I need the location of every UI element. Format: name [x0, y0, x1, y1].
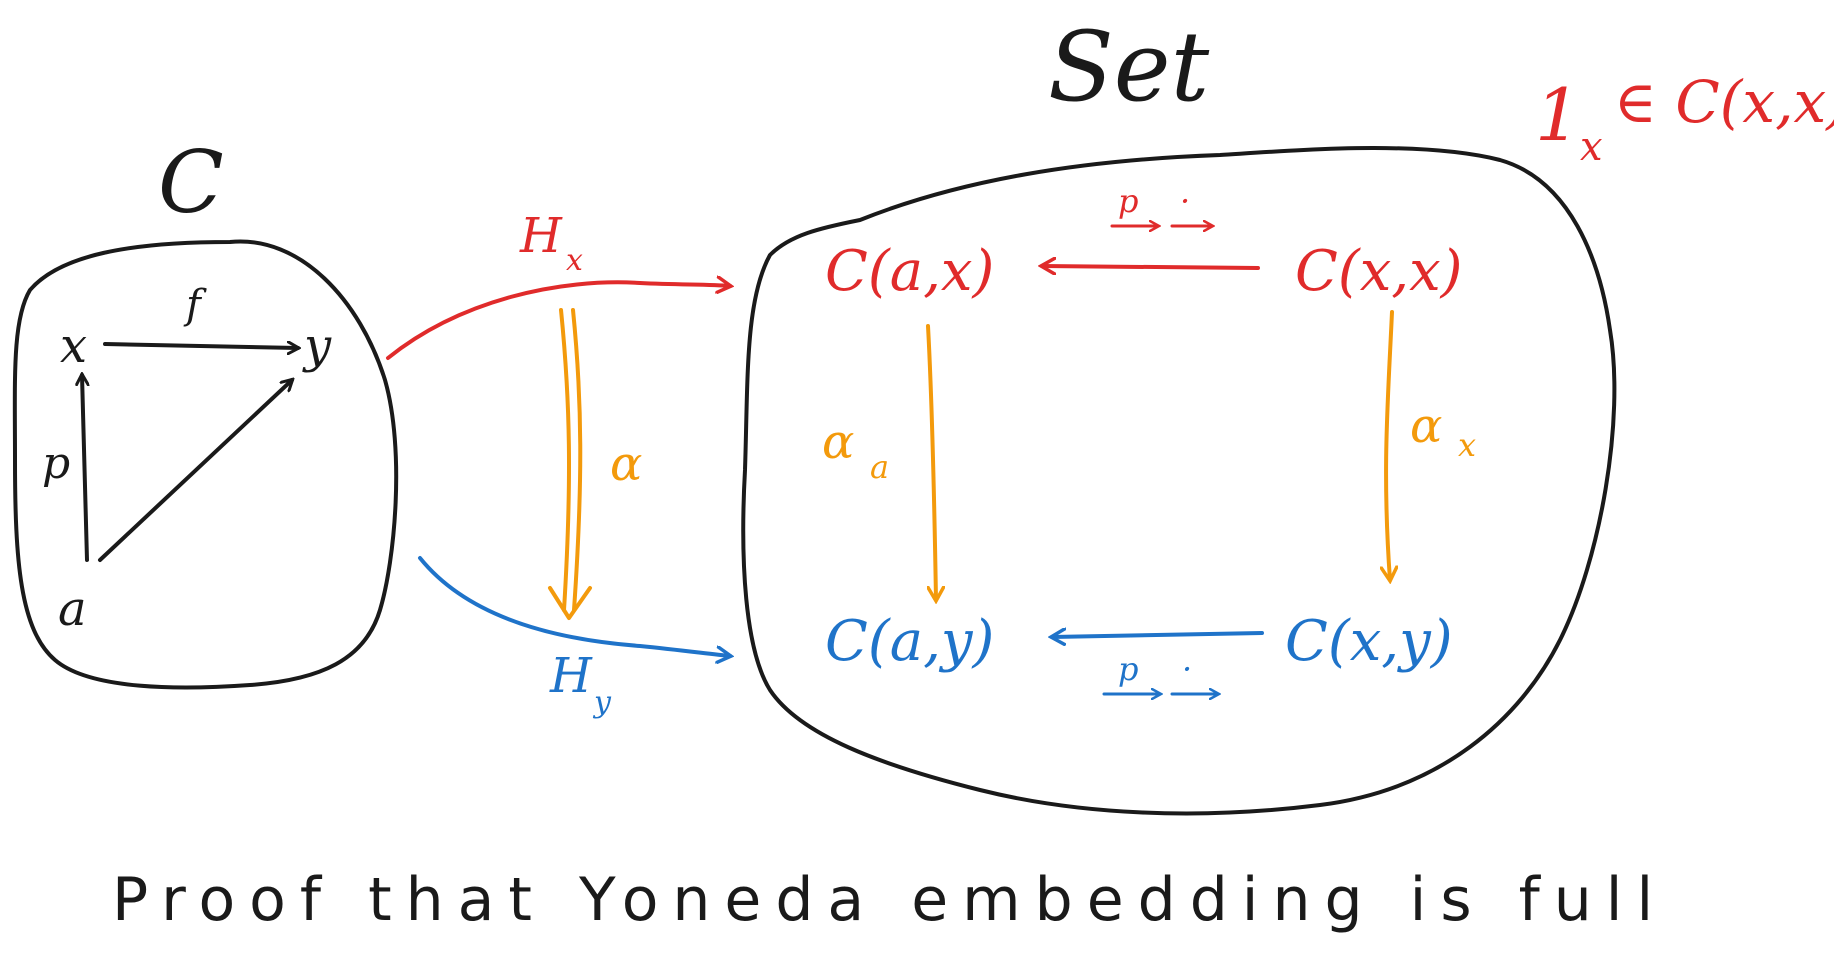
natural-transformation-alpha-label: α	[610, 436, 642, 492]
functor-hx-base: H	[519, 208, 563, 264]
component-alpha-a-base: α	[822, 414, 854, 470]
category-set-label: Set	[1048, 11, 1210, 123]
component-alpha-a-arrow	[926, 324, 936, 600]
component-alpha-x-sub: x	[1458, 426, 1476, 464]
functor-hy-arrow	[418, 556, 730, 656]
hom-set-c-a-y: C(a,y)	[825, 609, 994, 674]
functor-hx-sub: x	[566, 243, 583, 278]
hom-set-c-a-x: C(a,x)	[825, 239, 994, 304]
precompose-top-dot: ·	[1180, 182, 1190, 220]
precompose-bottom-p: p	[1118, 650, 1138, 688]
object-x: x	[60, 318, 87, 374]
functor-hy-base: H	[549, 648, 593, 704]
precompose-bottom-dot: ·	[1182, 650, 1192, 688]
natural-transformation-alpha-arrow	[559, 308, 572, 612]
precompose-top-arrow	[1042, 266, 1260, 268]
morphism-p-label: p	[42, 438, 70, 489]
identity-note-sub: x	[1580, 124, 1603, 170]
object-a: a	[58, 581, 87, 637]
category-c-boundary	[12, 239, 399, 690]
identity-note-rest: ∈ C(x,x)	[1614, 68, 1834, 136]
morphism-f-label: f	[183, 282, 207, 328]
functor-hy-sub: y	[592, 685, 612, 720]
hom-set-c-x-x: C(x,x)	[1295, 239, 1463, 304]
category-c-label: C	[158, 133, 224, 233]
natural-transformation-alpha-arrow-second	[571, 308, 583, 612]
object-y: y	[302, 318, 332, 374]
category-set-boundary	[741, 146, 1617, 816]
morphism-composite-arrow	[98, 380, 292, 562]
component-alpha-x-base: α	[1410, 398, 1442, 454]
component-alpha-a-sub: a	[870, 448, 889, 486]
hom-set-c-x-y: C(x,y)	[1285, 609, 1453, 674]
caption: Proof that Yoneda embedding is full	[112, 865, 1667, 935]
natural-transformation-alpha-head	[548, 586, 592, 620]
identity-note-one: 1	[1535, 73, 1581, 157]
functor-hx-arrow	[386, 282, 730, 360]
morphism-p-arrow	[82, 375, 87, 562]
precompose-bottom-arrow	[1052, 633, 1264, 637]
morphism-f-arrow	[103, 344, 298, 348]
component-alpha-x-arrow	[1386, 310, 1392, 580]
precompose-top-p: p	[1118, 182, 1138, 220]
